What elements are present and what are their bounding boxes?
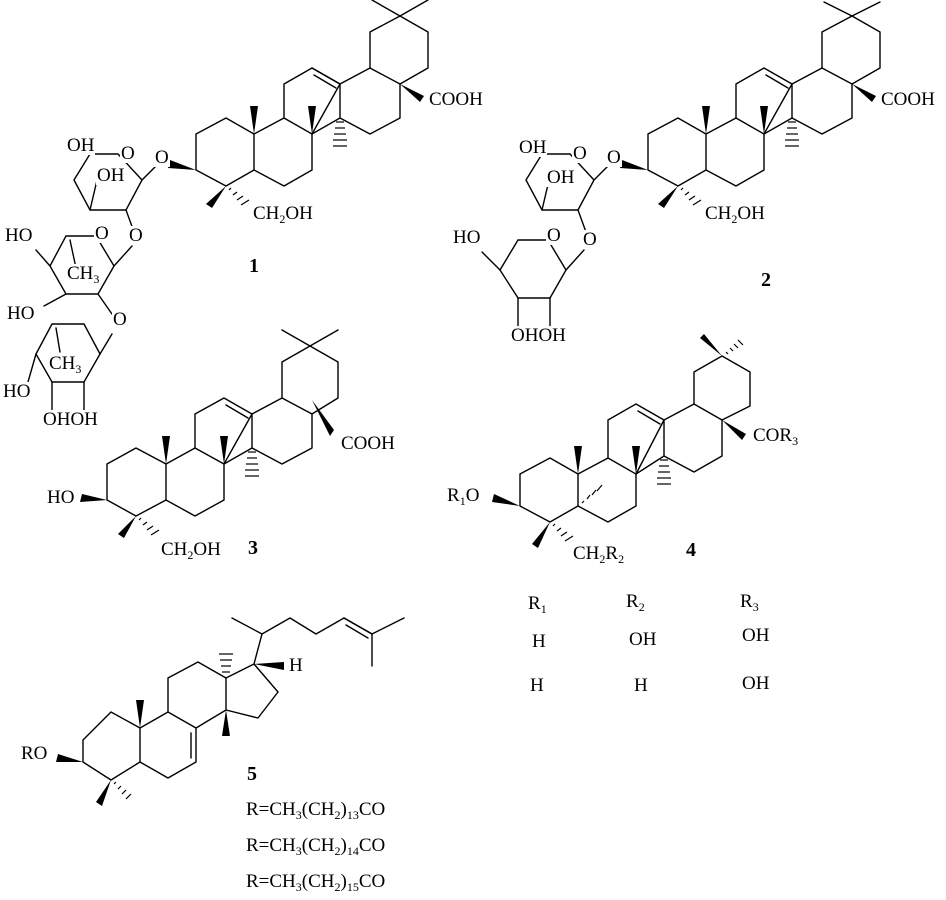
- c3-acid-label: COOH: [340, 433, 396, 454]
- c1-hydroxymethyl-label: CH2OH: [252, 203, 314, 226]
- c2-hydroxymethyl-label: CH2OH: [704, 203, 766, 226]
- c5-r-group-2: R=CH3(CH2)14CO: [246, 835, 386, 858]
- compound-4-skeleton: [492, 334, 751, 548]
- compound-5-number: 5: [247, 763, 257, 785]
- compound-1-number: 1: [249, 255, 259, 277]
- c1-glycosidic-o: O: [154, 147, 170, 168]
- compound-2-number: 2: [761, 269, 771, 291]
- c2-sugar2-ring-o: O: [546, 225, 562, 246]
- compound-1-skeleton: [168, 0, 429, 208]
- table-cell: OH: [742, 673, 770, 694]
- table-cell: H: [532, 631, 546, 652]
- c1-sugar3-ohoh: OHOH: [42, 409, 99, 430]
- c2-link-o1: O: [582, 229, 598, 250]
- c4-acid-label: COR3: [752, 425, 800, 448]
- table-cell: H: [530, 675, 544, 696]
- c5-r-group-3: R=CH3(CH2)15CO: [246, 871, 386, 894]
- compound-3-skeleton: [80, 329, 339, 538]
- c1-sugar2-ring-o: O: [94, 223, 110, 244]
- c2-sugar2-ho: HO: [452, 227, 482, 248]
- compound-4-number: 4: [686, 539, 696, 561]
- c1-acid-label: COOH: [428, 89, 484, 110]
- c1-sugar2-ch3: CH3: [66, 263, 101, 286]
- compound-3-number: 3: [248, 537, 258, 559]
- c5-r-group-1: R=CH3(CH2)13CO: [246, 799, 386, 822]
- compound-5-skeleton: [56, 617, 405, 806]
- c1-sugar1-oh-mid: OH: [96, 165, 126, 186]
- c2-sugar1-oh-mid: OH: [546, 167, 576, 188]
- c1-sugar1-ring-o: O: [120, 143, 136, 164]
- c1-sugar2-ho: HO: [4, 225, 34, 246]
- table-header-r3: R3: [740, 591, 759, 614]
- c1-sugar1-oh-top: OH: [66, 135, 96, 156]
- c3-hydroxyl-label: HO: [46, 487, 76, 508]
- c1-sugar2-ho2: HO: [6, 303, 36, 324]
- c1-link-o1: O: [128, 225, 144, 246]
- c5-ester-label: RO: [20, 743, 49, 764]
- c2-glycosidic-o: O: [606, 147, 622, 168]
- c2-sugar2-ohoh: OHOH: [510, 325, 567, 346]
- c2-acid-label: COOH: [880, 89, 936, 110]
- table-cell: H: [634, 675, 648, 696]
- table-header-r1: R1: [528, 593, 547, 616]
- c2-sugar1-ring-o: O: [572, 143, 588, 164]
- c5-hydrogen-label: H: [288, 655, 304, 676]
- compound-2-sugars: [481, 153, 613, 329]
- table-header-r2: R2: [626, 591, 645, 614]
- c3-hydroxymethyl-label: CH2OH: [160, 539, 222, 562]
- c4-ether-label: R1O: [446, 485, 481, 508]
- c1-sugar3-ch3: CH3: [48, 353, 83, 376]
- table-cell: OH: [742, 625, 770, 646]
- c1-link-o2: O: [112, 309, 128, 330]
- table-cell: OH: [629, 629, 657, 650]
- c2-sugar1-oh-top: OH: [518, 137, 548, 158]
- c1-sugar3-ho: HO: [2, 381, 32, 402]
- compound-2-skeleton: [620, 1, 881, 208]
- c4-substituent-label: CH2R2: [572, 543, 626, 566]
